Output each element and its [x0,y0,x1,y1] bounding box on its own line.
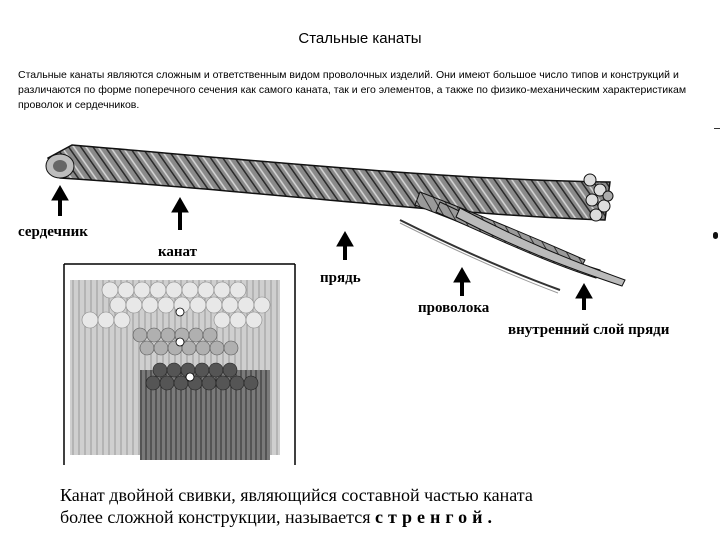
rope-body [46,144,611,221]
rope-end-bundle [583,173,614,222]
caption-line-2: более сложной конструкции, называется ст… [60,506,720,528]
rope-illustration: сердечник канат прядь проволока внутренн… [0,120,720,480]
wire-drawing [399,219,561,291]
edge-mark [714,128,720,129]
page-title: Стальные канаты [298,30,422,47]
cross-section-inset [63,263,296,465]
label-inner-layer: внутренний слой пряди [508,322,670,338]
label-core: сердечник [18,224,88,240]
caption: Канат двойной свивки, являющийся составн… [60,484,720,528]
label-strand: прядь [320,270,361,286]
label-arrows [51,184,593,310]
caption-term: стренгой. [374,507,498,527]
edge-bullet [713,232,718,239]
label-wire: проволока [418,300,490,316]
caption-line-2-text: более сложной конструкции, называется [60,507,371,527]
intro-paragraph: Стальные канаты являются сложным и ответ… [18,69,687,111]
caption-line-1: Канат двойной свивки, являющийся составн… [60,485,533,505]
rope-drawing [45,144,626,465]
label-rope: канат [158,244,198,260]
